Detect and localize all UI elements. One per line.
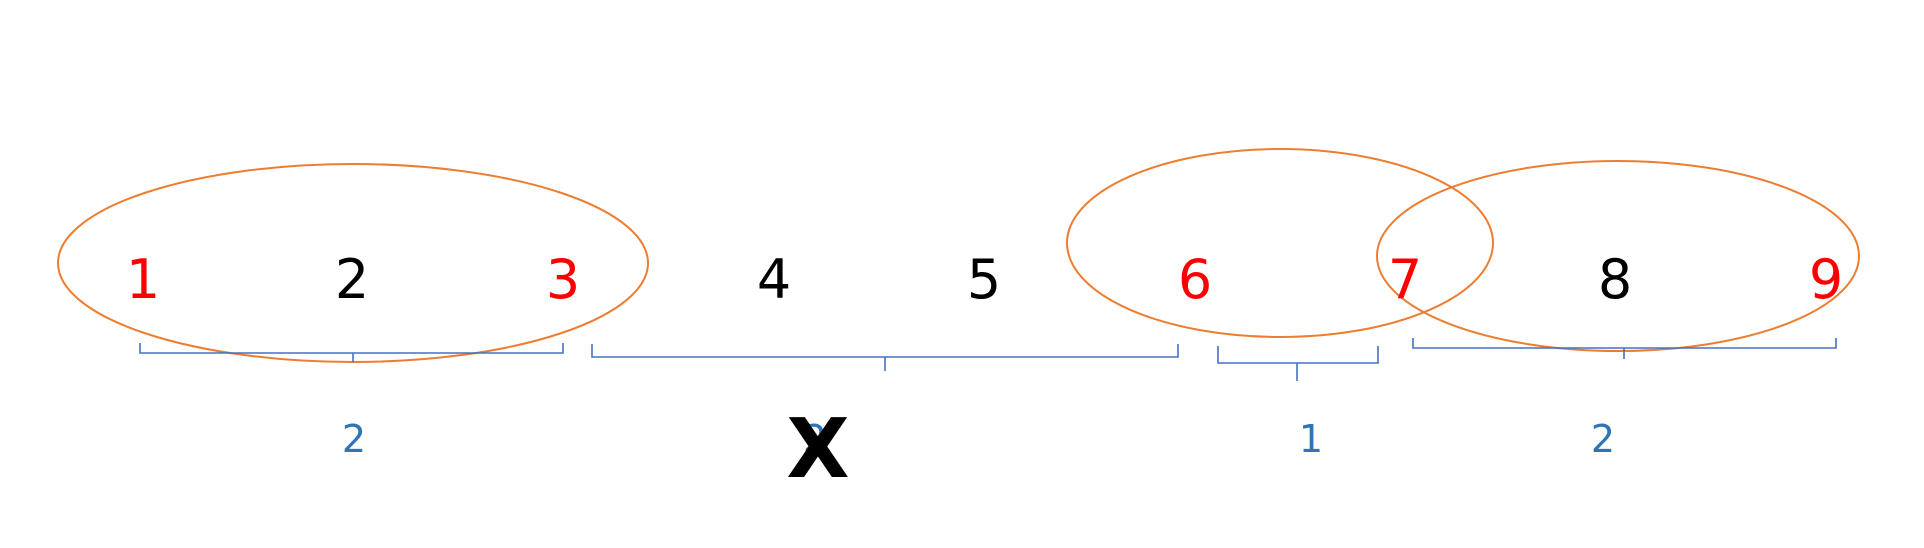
number-5: 5 [967,248,1001,311]
count-group-2: 2 [803,417,827,461]
brace-group [139,338,1837,381]
count-group-3: 1 [1299,417,1323,461]
number-3: 3 [546,248,580,311]
brace-1-to-3 [139,343,564,362]
number-2: 2 [335,248,369,311]
ellipse-6-to-7 [1066,148,1494,338]
count-group-4: 2 [1591,417,1615,461]
number-9: 9 [1809,248,1843,311]
brace-6-to-7 [1217,346,1379,381]
number-6: 6 [1178,248,1212,311]
number-row: 1 2 3 4 5 6 7 8 9 [126,248,1843,311]
number-4: 4 [757,248,791,311]
number-7: 7 [1388,248,1422,311]
count-group-1: 2 [342,417,366,461]
ellipse-group [57,148,1860,363]
number-8: 8 [1598,248,1632,311]
brace-7-to-9 [1412,338,1837,359]
cross-mark: X [786,402,849,497]
count-row: 2 2 1 2 [342,417,1615,461]
number-1: 1 [126,248,160,311]
ellipse-7-to-9 [1376,160,1860,352]
brace-4-to-5 [591,344,1179,371]
